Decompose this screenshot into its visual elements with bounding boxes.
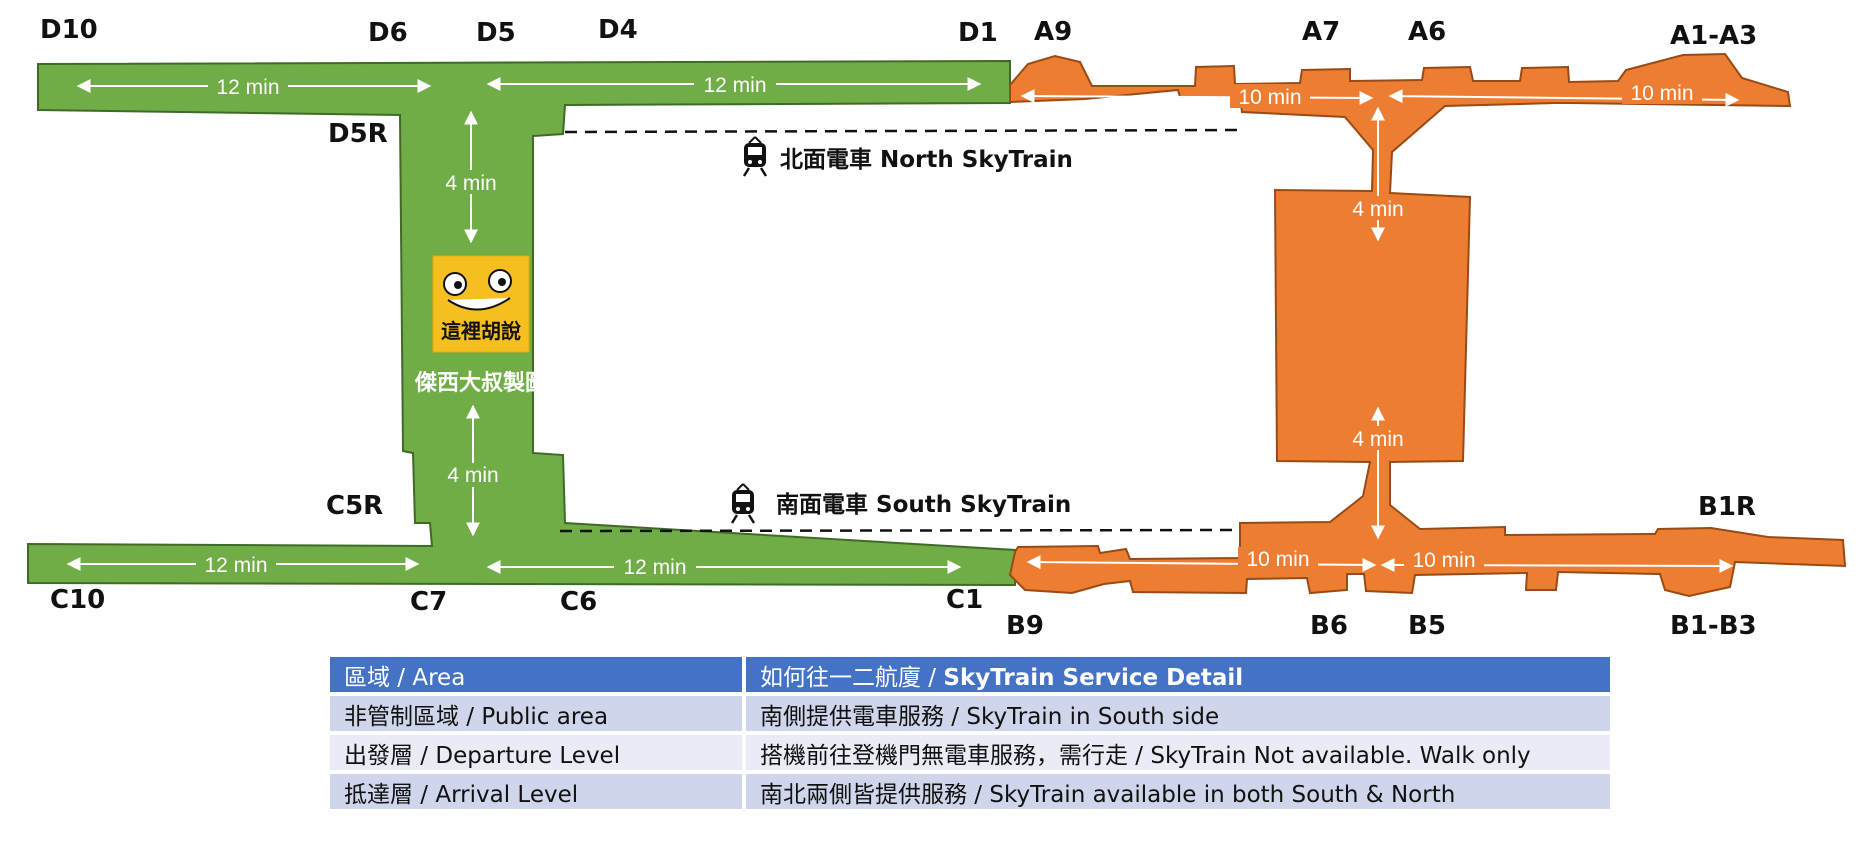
table-row: 非管制區域 / Public area 南側提供電車服務 / SkyTrain …: [330, 696, 1610, 735]
walk-time-a-left: 10 min: [1238, 86, 1301, 109]
skytrain-service-table: 區域 / Area 如何往一二航廈 / SkyTrain Service Det…: [330, 657, 1610, 813]
gate-label-a9: A9: [1034, 17, 1072, 47]
row-area: 非管制區域 / Public area: [330, 696, 746, 735]
gate-label-b6: B6: [1310, 611, 1348, 641]
header-detail: 如何往一二航廈 / SkyTrain Service Detail: [746, 657, 1610, 696]
walk-time-d-left: 12 min: [216, 76, 279, 99]
gate-label-d5r: D5R: [328, 119, 388, 149]
logo-text: 這裡胡說: [441, 319, 521, 343]
gate-label-a1-a3: A1-A3: [1670, 21, 1757, 51]
walk-time-ab-bottom: 4 min: [1352, 428, 1403, 451]
walk-time-d-vertical-bottom: 4 min: [447, 464, 498, 487]
gate-label-d6: D6: [368, 18, 408, 48]
gate-label-d4: D4: [598, 15, 638, 45]
walk-time-c-left: 12 min: [204, 554, 267, 577]
walk-time-b-right: 10 min: [1412, 549, 1475, 572]
gate-label-a7: A7: [1302, 17, 1340, 47]
gate-label-b5: B5: [1408, 611, 1446, 641]
walk-time-b-left: 10 min: [1246, 548, 1309, 571]
gate-label-a6: A6: [1408, 17, 1446, 47]
walk-time-ab-top: 4 min: [1352, 198, 1403, 221]
north-skytrain-track: [564, 128, 1246, 134]
gate-label-c10: C10: [50, 585, 105, 615]
credit-caption: 傑西大叔製圖: [414, 370, 547, 396]
gate-label-b9: B9: [1006, 611, 1044, 641]
row-area: 抵達層 / Arrival Level: [330, 774, 746, 813]
train-icon: [730, 482, 756, 525]
walk-time-d-right: 12 min: [703, 74, 766, 97]
arrow-a9-a7: [1020, 89, 1374, 105]
row-area: 出發層 / Departure Level: [330, 735, 746, 774]
table-row: 抵達層 / Arrival Level 南北兩側皆提供服務 / SkyTrain…: [330, 774, 1610, 813]
gate-label-b1-b3: B1-B3: [1670, 611, 1757, 641]
north-skytrain-label: 北面電車 North SkyTrain: [780, 147, 1073, 173]
gate-label-d1: D1: [958, 18, 998, 48]
credit-logo: 這裡胡說: [432, 255, 530, 353]
train-icon: [742, 135, 768, 178]
table-header-row: 區域 / Area 如何往一二航廈 / SkyTrain Service Det…: [330, 657, 1610, 696]
gate-label-b1r: B1R: [1698, 492, 1756, 522]
south-skytrain-track: [559, 528, 1241, 533]
walk-time-c-right: 12 min: [623, 556, 686, 579]
walk-time-a-right: 10 min: [1630, 82, 1693, 105]
south-skytrain-label: 南面電車 South SkyTrain: [776, 492, 1071, 518]
table-row: 出發層 / Departure Level 搭機前往登機門無電車服務，需行走 /…: [330, 735, 1610, 774]
gate-label-c1: C1: [946, 585, 983, 615]
gate-label-d5: D5: [476, 18, 516, 48]
walk-time-d-vertical-top: 4 min: [445, 172, 496, 195]
gate-label-c6: C6: [560, 587, 597, 617]
header-area: 區域 / Area: [330, 657, 746, 696]
gate-label-c7: C7: [410, 587, 447, 617]
orange-concourse-a-b: [1008, 52, 1847, 598]
gate-label-c5r: C5R: [326, 491, 383, 521]
row-detail: 搭機前往登機門無電車服務，需行走 / SkyTrain Not availabl…: [746, 735, 1610, 774]
row-detail: 南北兩側皆提供服務 / SkyTrain available in both S…: [746, 774, 1610, 813]
gate-label-d10: D10: [40, 15, 98, 45]
row-detail: 南側提供電車服務 / SkyTrain in South side: [746, 696, 1610, 735]
